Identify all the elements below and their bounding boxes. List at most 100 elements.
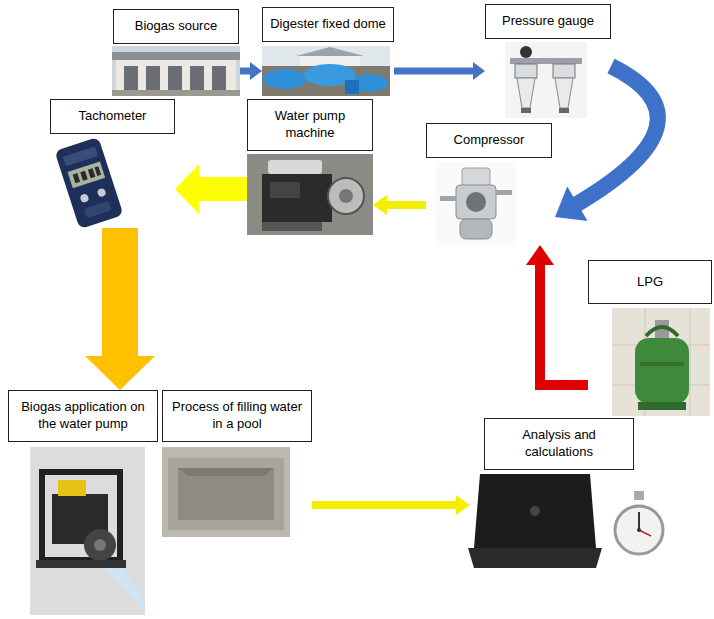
stopwatch-photo <box>615 491 663 554</box>
arrow-head <box>250 62 262 80</box>
lpg-cylinder-photo-part <box>612 308 710 416</box>
label-box: Process of filling water in a pool <box>162 390 312 442</box>
water-pump-photo-part <box>58 480 86 496</box>
pool-photo-part <box>168 458 284 530</box>
process-step: Tachometer <box>40 99 175 228</box>
arrow-connector <box>240 62 262 80</box>
arrow-shaft <box>540 263 588 385</box>
building-photo-part <box>190 66 204 91</box>
process-step: Biogas source <box>112 9 240 96</box>
digester-photo-part <box>345 80 359 94</box>
lpg-cylinder-photo <box>612 308 710 416</box>
stopwatch-photo-part <box>615 506 663 554</box>
pressure-gauge-photo-part <box>521 108 531 113</box>
arrow-head <box>175 164 199 214</box>
pressure-gauge-photo-part <box>517 78 535 108</box>
arrow-head <box>85 356 155 390</box>
label-text: LPG <box>637 274 663 291</box>
arrow-connector <box>555 66 658 221</box>
arrow-head <box>473 62 485 80</box>
label-text: Tachometer <box>79 108 147 125</box>
building-photo-part <box>146 66 160 91</box>
pool-photo-part <box>178 468 274 476</box>
digester-photo-part <box>296 47 364 56</box>
tachometer-photo-part <box>79 193 89 203</box>
arrow-shaft <box>575 66 658 205</box>
engine-photo-part <box>268 160 322 174</box>
label-box: Water pump machine <box>247 99 373 151</box>
arrow-connector <box>85 228 155 390</box>
digester-photo <box>262 46 390 96</box>
label-box: Analysis and calculations <box>484 418 634 470</box>
process-step: Compressor <box>426 123 552 245</box>
label-box: Pressure gauge <box>485 4 611 39</box>
stopwatch-photo-part <box>634 491 644 500</box>
pressure-gauge-photo-part <box>505 42 587 118</box>
label-box: Digester fixed dome <box>262 7 394 42</box>
pressure-gauge-photo-part <box>515 64 537 78</box>
building-photo-part <box>212 66 226 91</box>
water-pump-photo <box>30 447 145 615</box>
tachometer-photo-part <box>80 171 88 181</box>
building-photo-part <box>116 60 236 91</box>
process-step: Analysis and calculations <box>470 418 670 580</box>
arrow-head <box>526 245 554 265</box>
engine-photo-part <box>270 182 300 198</box>
carburettor-photo-part <box>456 185 496 219</box>
arrow-head <box>555 187 588 221</box>
tachometer-photo-part <box>73 173 81 183</box>
pressure-gauge-photo-part <box>553 64 575 78</box>
label-text: Biogas source <box>135 18 217 35</box>
arrow-shaft <box>394 68 474 75</box>
water-pump-photo-part <box>42 472 120 560</box>
tachometer-photo-part <box>54 137 123 229</box>
arrow-head <box>456 495 470 515</box>
laptop-photo <box>468 474 602 568</box>
digester-photo-part <box>262 46 390 96</box>
process-step: Biogas application on the water pump <box>8 390 158 615</box>
tachometer-photo <box>54 137 123 229</box>
tachometer-photo-part <box>88 168 96 178</box>
label-box: Compressor <box>426 123 552 158</box>
label-box: Tachometer <box>50 99 175 134</box>
stopwatch-photo-part <box>639 530 651 536</box>
label-text: Process of filling water in a pool <box>168 399 306 433</box>
tachometer-photo-part <box>68 162 106 189</box>
process-step: Water pump machine <box>247 99 373 235</box>
pool-photo <box>162 447 290 537</box>
lpg-cylinder-photo-part <box>638 402 686 410</box>
building-photo-part <box>168 66 182 91</box>
lpg-cylinder-photo-part <box>635 338 689 404</box>
building-photo <box>112 46 240 96</box>
arrow-shaft <box>197 177 247 201</box>
engine-photo-part <box>339 189 353 203</box>
label-box: Biogas application on the water pump <box>8 390 158 442</box>
carburettor-photo-part <box>496 190 512 195</box>
building-photo-part <box>112 90 240 96</box>
building-photo-part <box>112 46 240 96</box>
arrow-shaft <box>312 501 457 509</box>
tachometer-photo-part <box>97 188 107 198</box>
arrow-shaft <box>386 201 426 209</box>
process-step: Pressure gauge <box>485 4 611 118</box>
engine-photo-part <box>247 154 373 235</box>
process-step: Process of filling water in a pool <box>162 390 312 537</box>
arrow-shaft <box>240 68 251 75</box>
label-box: Biogas source <box>113 9 239 44</box>
pool-photo-part <box>162 447 290 537</box>
tachometer-photo-part <box>84 201 112 219</box>
engine-photo-part <box>262 174 332 222</box>
arrow-connector <box>373 195 426 215</box>
arrow-shaft <box>102 228 138 359</box>
carburettor-photo-part <box>466 192 486 212</box>
engine-photo-part <box>262 222 322 231</box>
stopwatch-photo-part <box>638 512 640 530</box>
water-pump-photo-part <box>30 447 145 615</box>
process-step: Digester fixed dome <box>262 7 394 96</box>
pool-photo-part <box>178 468 274 520</box>
digester-photo-part <box>263 69 307 89</box>
lpg-cylinder-photo-part <box>690 308 691 416</box>
engine-photo <box>247 154 373 235</box>
